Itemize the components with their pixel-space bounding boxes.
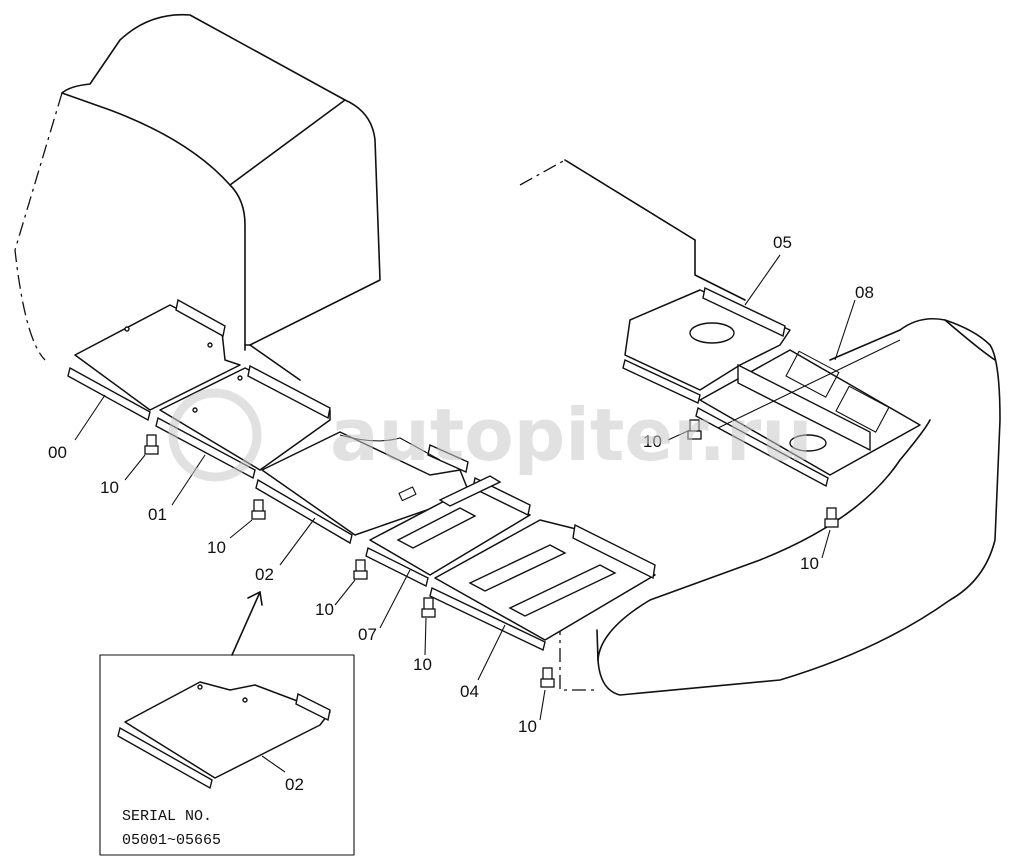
callout-10[interactable]: 10 — [315, 600, 334, 619]
callout-10[interactable]: 10 — [643, 432, 662, 451]
callout-10[interactable]: 10 — [207, 538, 226, 557]
callout-08[interactable]: 08 — [855, 283, 874, 302]
callout-00[interactable]: 00 — [48, 443, 67, 462]
inset-callout-02[interactable]: 02 — [285, 775, 304, 794]
callout-labels: 00 01 02 07 04 05 08 10 10 10 10 10 10 1… — [48, 233, 874, 736]
callout-05[interactable]: 05 — [773, 233, 792, 252]
inset-floor-plate-02[interactable] — [117, 681, 331, 790]
serial-label: SERIAL NO. — [122, 808, 212, 825]
callout-02[interactable]: 02 — [255, 565, 274, 584]
serial-range: 05001~05665 — [122, 832, 221, 849]
callout-04[interactable]: 04 — [460, 682, 479, 701]
cab-outline — [14, 13, 381, 381]
callout-10[interactable]: 10 — [800, 554, 819, 573]
leader-lines — [74, 254, 901, 721]
floor-plate-05[interactable] — [622, 286, 791, 404]
floor-plate-04[interactable] — [429, 519, 656, 652]
floor-plate-02[interactable] — [255, 431, 471, 545]
bolt-icon[interactable] — [353, 559, 368, 580]
callout-01[interactable]: 01 — [148, 505, 167, 524]
floor-plate-00[interactable] — [67, 298, 241, 422]
bolt-icon[interactable] — [251, 499, 266, 520]
watermark: autopiter.ru — [168, 388, 813, 482]
floor-plate-07[interactable] — [365, 475, 531, 588]
bolt-icon[interactable] — [144, 434, 159, 455]
bolt-icon[interactable] — [687, 419, 702, 440]
plate-assembly-08[interactable] — [695, 349, 921, 488]
bolt-icon[interactable] — [421, 597, 436, 618]
bolt-icon[interactable] — [540, 667, 555, 688]
callout-10[interactable]: 10 — [413, 655, 432, 674]
inset-panel: 02 SERIAL NO. 05001~05665 — [99, 654, 355, 856]
bolt-icon[interactable] — [824, 507, 839, 528]
watermark-logo-icon — [168, 388, 262, 482]
callout-10[interactable]: 10 — [518, 717, 537, 736]
callout-10[interactable]: 10 — [100, 478, 119, 497]
callout-07[interactable]: 07 — [358, 625, 377, 644]
rear-housing-outline — [519, 159, 746, 301]
watermark-text: autopiter.ru — [330, 393, 813, 477]
bolts — [144, 419, 839, 688]
